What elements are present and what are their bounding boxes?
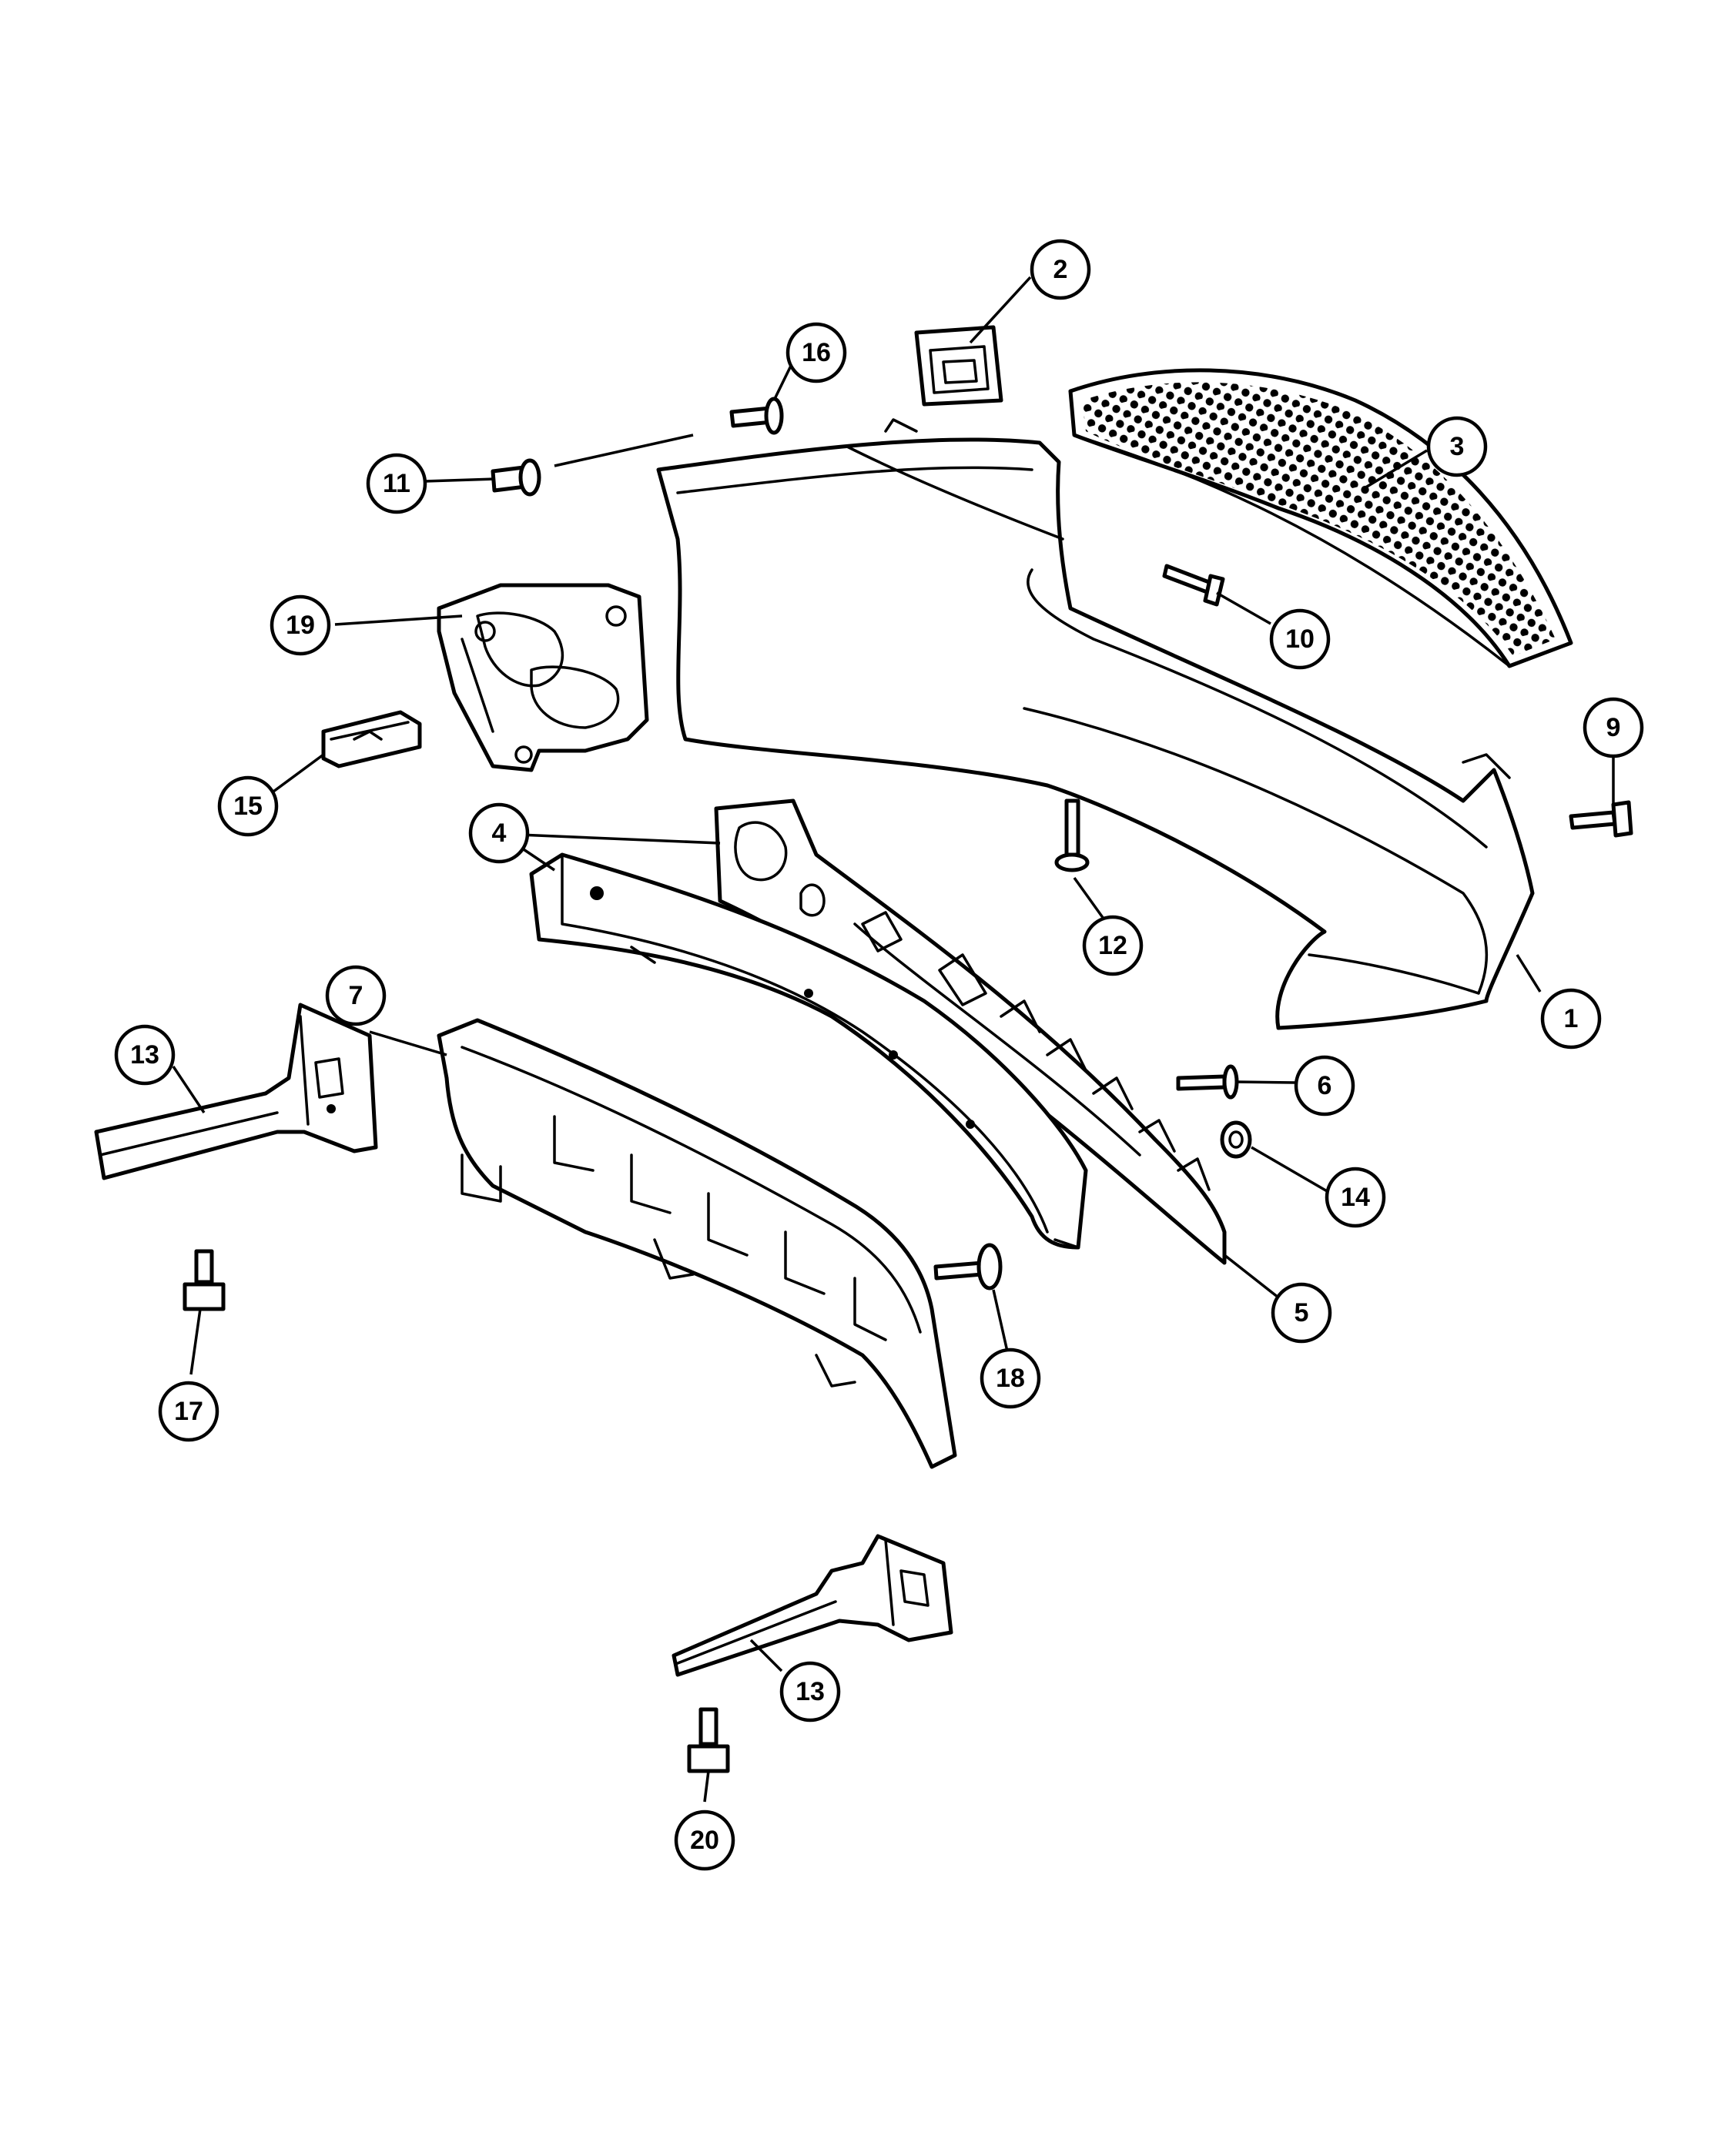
- svg-text:9: 9: [1606, 713, 1621, 742]
- svg-text:3: 3: [1450, 432, 1465, 461]
- svg-text:19: 19: [286, 611, 315, 640]
- mounting-bracket-center: [672, 1534, 953, 1677]
- callout-13-center: 13: [779, 1661, 841, 1722]
- svg-text:11: 11: [383, 469, 410, 498]
- mounting-bracket-left: [94, 1003, 378, 1180]
- leader-lines: [172, 276, 1615, 1803]
- callout-18: 18: [980, 1348, 1041, 1409]
- svg-text:20: 20: [690, 1826, 719, 1855]
- svg-text:12: 12: [1098, 931, 1127, 960]
- bumper-fascia: [656, 418, 1535, 1030]
- reinforcement-beam: [529, 852, 1088, 1250]
- svg-text:14: 14: [1341, 1183, 1370, 1212]
- callout-16: 16: [785, 322, 847, 383]
- callout-11: 11: [366, 453, 427, 514]
- callout-15: 15: [217, 775, 279, 837]
- svg-text:13: 13: [796, 1677, 825, 1706]
- callout-10: 10: [1269, 608, 1331, 670]
- callout-4: 4: [468, 802, 530, 864]
- callout-19: 19: [270, 594, 331, 656]
- push-pin-11: [491, 458, 541, 497]
- callout-2: 2: [1030, 239, 1091, 300]
- callout-12: 12: [1082, 915, 1144, 976]
- callout-13-left: 13: [114, 1024, 176, 1086]
- svg-text:7: 7: [349, 981, 363, 1010]
- lower-valance: [437, 1018, 957, 1469]
- bolt-20: [687, 1707, 730, 1773]
- trim-piece-15: [321, 710, 422, 768]
- bolt-9: [1569, 800, 1633, 838]
- callout-1: 1: [1540, 988, 1602, 1050]
- svg-text:5: 5: [1295, 1298, 1309, 1327]
- callout-20: 20: [674, 1810, 735, 1871]
- bolt-18: [933, 1243, 1003, 1291]
- nut-14: [1220, 1120, 1252, 1159]
- perforated-trim: [1068, 368, 1573, 668]
- svg-text:2: 2: [1053, 255, 1068, 284]
- svg-text:16: 16: [802, 338, 831, 367]
- svg-text:4: 4: [492, 819, 507, 848]
- callout-7: 7: [325, 965, 387, 1026]
- callout-6: 6: [1294, 1055, 1355, 1116]
- callout-9: 9: [1583, 697, 1644, 758]
- callout-5: 5: [1271, 1282, 1332, 1344]
- callout-17: 17: [158, 1381, 219, 1442]
- bolt-17: [183, 1249, 226, 1311]
- svg-text:13: 13: [130, 1040, 159, 1070]
- bracket-clip: [914, 325, 1003, 407]
- fascia-support-bracket: [437, 583, 649, 772]
- svg-text:17: 17: [174, 1397, 203, 1426]
- svg-text:15: 15: [233, 792, 263, 821]
- svg-text:6: 6: [1318, 1071, 1332, 1100]
- push-rivet-16: [729, 397, 784, 435]
- impact-absorber: [714, 798, 1227, 1265]
- pin-fastener-10: [1162, 564, 1225, 607]
- svg-text:10: 10: [1285, 624, 1315, 654]
- callout-3: 3: [1426, 416, 1488, 477]
- screw-12: [1054, 798, 1090, 872]
- screw-6: [1176, 1064, 1239, 1100]
- callout-14: 14: [1325, 1167, 1386, 1228]
- svg-text:1: 1: [1564, 1004, 1579, 1033]
- svg-text:18: 18: [996, 1364, 1025, 1393]
